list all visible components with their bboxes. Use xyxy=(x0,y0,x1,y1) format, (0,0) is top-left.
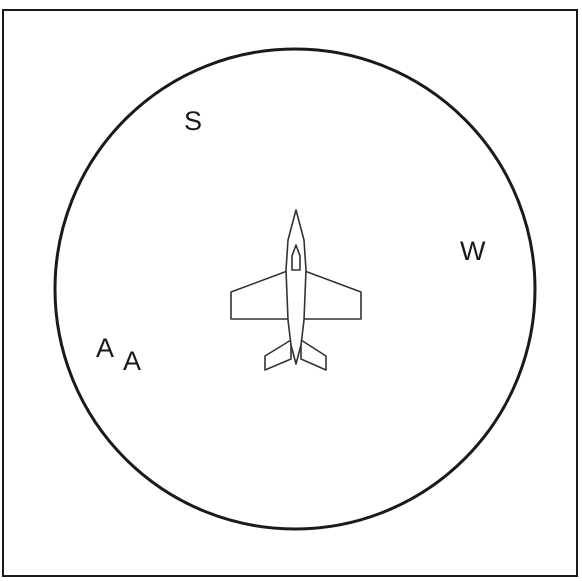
contact-a1-label: A xyxy=(96,333,114,363)
contact-s-label: S xyxy=(184,106,202,136)
contact-a2-label: A xyxy=(123,346,141,376)
contact-w-label: W xyxy=(460,236,486,266)
